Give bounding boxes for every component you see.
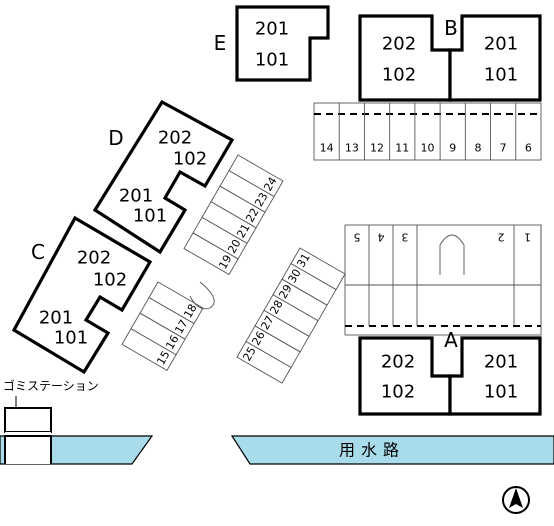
parking-slot-27: 27 [258,314,276,333]
unit-a-102: 102 [381,382,415,403]
parking-top-outline [313,102,542,161]
parking-slot-6: 6 [525,142,532,155]
parking-slot-31: 31 [294,251,312,270]
unit-b-201: 201 [484,34,518,55]
waterway: 用水路 [0,432,554,465]
unit-d-101: 101 [133,206,167,227]
parking-slot-23: 23 [252,190,270,209]
unit-c-102: 102 [93,270,127,291]
turnaround-loop [439,234,465,275]
parking-slot-box-19 [183,232,239,276]
parking-slot-19: 19 [216,253,234,272]
parking-slot-10: 10 [421,142,435,155]
parking-slot-box-15 [121,328,177,371]
waterway-right [230,435,554,465]
unit-e-101: 101 [255,50,289,71]
building-e: E 201 101 [214,5,330,82]
parking-slot-17: 17 [172,317,190,336]
unit-a-201: 201 [484,352,518,373]
parking-slot-28: 28 [267,298,285,317]
unit-d-201: 201 [119,186,153,207]
unit-e-201: 201 [255,19,289,40]
parking-slot-2: 2 [498,231,505,244]
building-a-label: A [444,328,458,352]
unit-c-101: 101 [54,328,88,349]
parking-slot-3: 3 [402,231,409,244]
parking-slot-11: 11 [395,142,409,155]
parking-slot-20: 20 [225,237,243,256]
building-a: A 202 102 201 101 [358,328,542,416]
parking-slot-22: 22 [243,206,261,225]
parking-slot-box-25 [236,340,292,384]
garbage-station-box [4,407,52,433]
parking-slot-12: 12 [370,142,384,155]
unit-a-101: 101 [484,382,518,403]
diag-turnaround [189,281,215,310]
unit-c-202: 202 [77,248,111,269]
unit-a-202: 202 [381,352,415,373]
building-e-label: E [214,31,227,55]
parking-slot-21: 21 [234,222,252,241]
parking-slot-24: 24 [261,175,279,194]
parking-slot-5: 5 [354,231,361,244]
unit-d-202: 202 [158,128,192,149]
parking-slot-13: 13 [345,142,359,155]
parking-top-row: 14 13 12 11 10 9 8 7 6 [313,102,542,161]
parking-right-outline [344,224,542,336]
unit-b-101: 101 [484,65,518,86]
parking-slot-7: 7 [500,142,507,155]
garbage-station-label: ゴミステーション [3,378,99,393]
unit-d-102: 102 [173,149,207,170]
building-d-label: D [108,126,123,150]
parking-slot-9: 9 [449,142,456,155]
unit-b-202: 202 [382,34,416,55]
unit-c-201: 201 [39,308,73,329]
parking-right-area: 5 4 3 2 1 [344,224,542,336]
building-c: C 202 102 201 101 [11,215,153,375]
unit-b-102: 102 [382,65,416,86]
building-b-label: B [444,16,458,40]
parking-slot-25: 25 [240,345,258,364]
parking-slot-4: 4 [378,231,385,244]
building-c-label: C [31,240,45,264]
north-arrow-icon [502,486,530,514]
parking-slot-15: 15 [154,349,172,368]
parking-slot-29: 29 [276,282,294,301]
building-b: B 202 102 201 101 [358,14,542,102]
garbage-station: ゴミステーション [3,378,99,433]
waterway-label: 用水路 [339,441,405,460]
parking-slot-1: 1 [524,231,531,244]
parking-slot-14: 14 [320,142,334,155]
parking-slot-16: 16 [163,333,181,352]
parking-slot-30: 30 [285,267,303,286]
parking-slot-8: 8 [474,142,481,155]
parking-slot-26: 26 [249,329,267,348]
parking-slot-18: 18 [181,302,199,321]
building-d: D 202 102 201 101 [92,99,235,255]
